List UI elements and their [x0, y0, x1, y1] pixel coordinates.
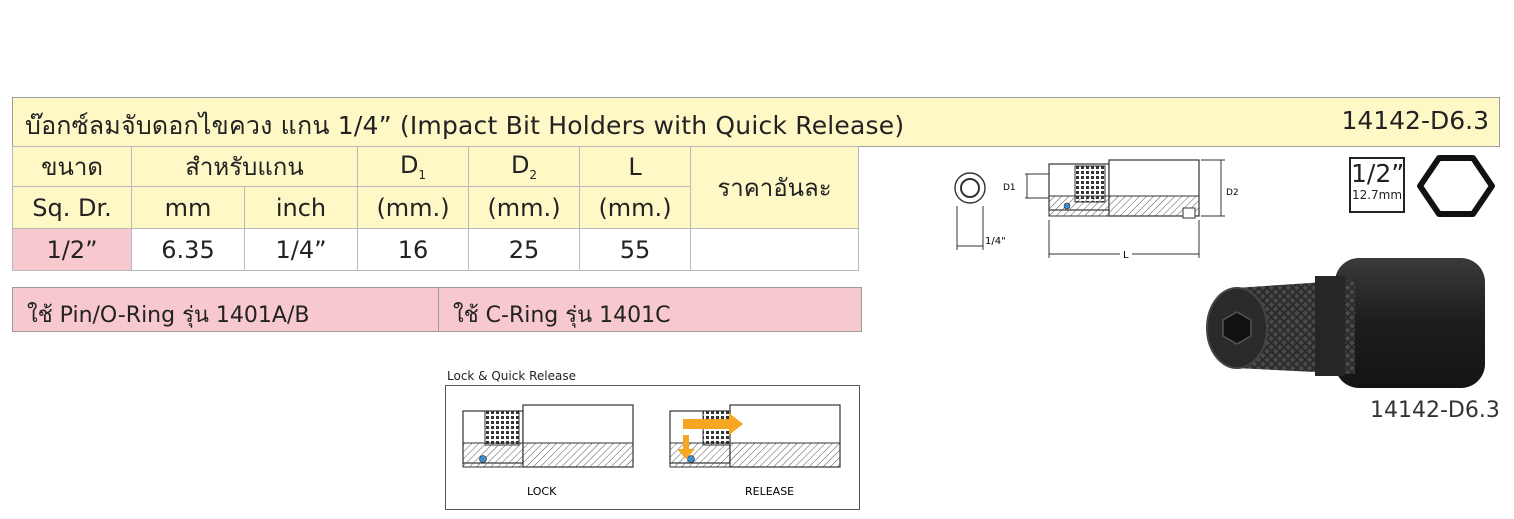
lock-view: LOCK [462, 404, 634, 498]
cell-l: 55 [579, 228, 691, 271]
technical-drawing: 1/4" D1 D2 L [954, 159, 1239, 260]
release-arrow-icon [683, 413, 743, 435]
hexagon-icon [1417, 155, 1495, 217]
size-badge-sub: 12.7mm [1351, 188, 1403, 202]
unit-d1: (mm.) [357, 186, 469, 229]
title-bar: บ๊อกซ์ลมจับดอกไขควง แกน 1/4” (Impact Bit… [12, 97, 1500, 147]
down-arrow-icon [677, 435, 695, 459]
lock-release-diagram: LOCK RELEASE [445, 385, 860, 510]
header-size-th: ขนาด [12, 146, 132, 187]
header-l: L [579, 146, 691, 187]
header-mm: mm [131, 186, 245, 229]
product-code: 14142-D6.3 [1341, 106, 1489, 135]
cell-price [690, 228, 859, 271]
cell-size: 1/2” [12, 228, 132, 271]
release-view: RELEASE [669, 404, 841, 498]
d2-label: D2 [1226, 188, 1239, 198]
product-photo [1206, 258, 1485, 388]
cell-mm: 6.35 [131, 228, 245, 271]
pin-ring-note: ใช้ Pin/O-Ring รุ่น 1401A/B [12, 287, 439, 332]
header-shank: สำหรับแกน [131, 146, 358, 187]
cell-inch: 1/4” [244, 228, 358, 271]
end-view-outer [954, 172, 986, 204]
lock-release-title: Lock & Quick Release [447, 369, 576, 383]
header-d2: D2 [468, 146, 580, 187]
product-title: บ๊อกซ์ลมจับดอกไขควง แกน 1/4” (Impact Bit… [25, 111, 905, 140]
unit-d2: (mm.) [468, 186, 580, 229]
release-label: RELEASE [745, 485, 794, 498]
cell-d2: 25 [468, 228, 580, 271]
header-d1: D1 [357, 146, 469, 187]
size-badge-main: 1/2” [1351, 159, 1405, 188]
d1-label: D1 [1003, 183, 1016, 193]
photo-caption: 14142-D6.3 [1370, 398, 1500, 423]
header-price: ราคาอันละ [690, 146, 859, 229]
size-badge: 1/2” 12.7mm [1349, 157, 1405, 213]
header-inch: inch [244, 186, 358, 229]
spec-table: ขนาด สำหรับแกน D1 D2 L ราคาอันละ Sq. Dr.… [12, 146, 859, 271]
hex-label: 1/4" [985, 236, 1006, 247]
unit-l: (mm.) [579, 186, 691, 229]
table-row: 1/2” 6.35 1/4” 16 25 55 [12, 228, 859, 271]
l-label: L [1123, 250, 1129, 260]
header-size-en: Sq. Dr. [12, 186, 132, 229]
cell-d1: 16 [357, 228, 469, 271]
c-ring-note: ใช้ C-Ring รุ่น 1401C [438, 287, 862, 332]
lock-label: LOCK [527, 485, 557, 498]
end-view-inner [960, 178, 980, 198]
